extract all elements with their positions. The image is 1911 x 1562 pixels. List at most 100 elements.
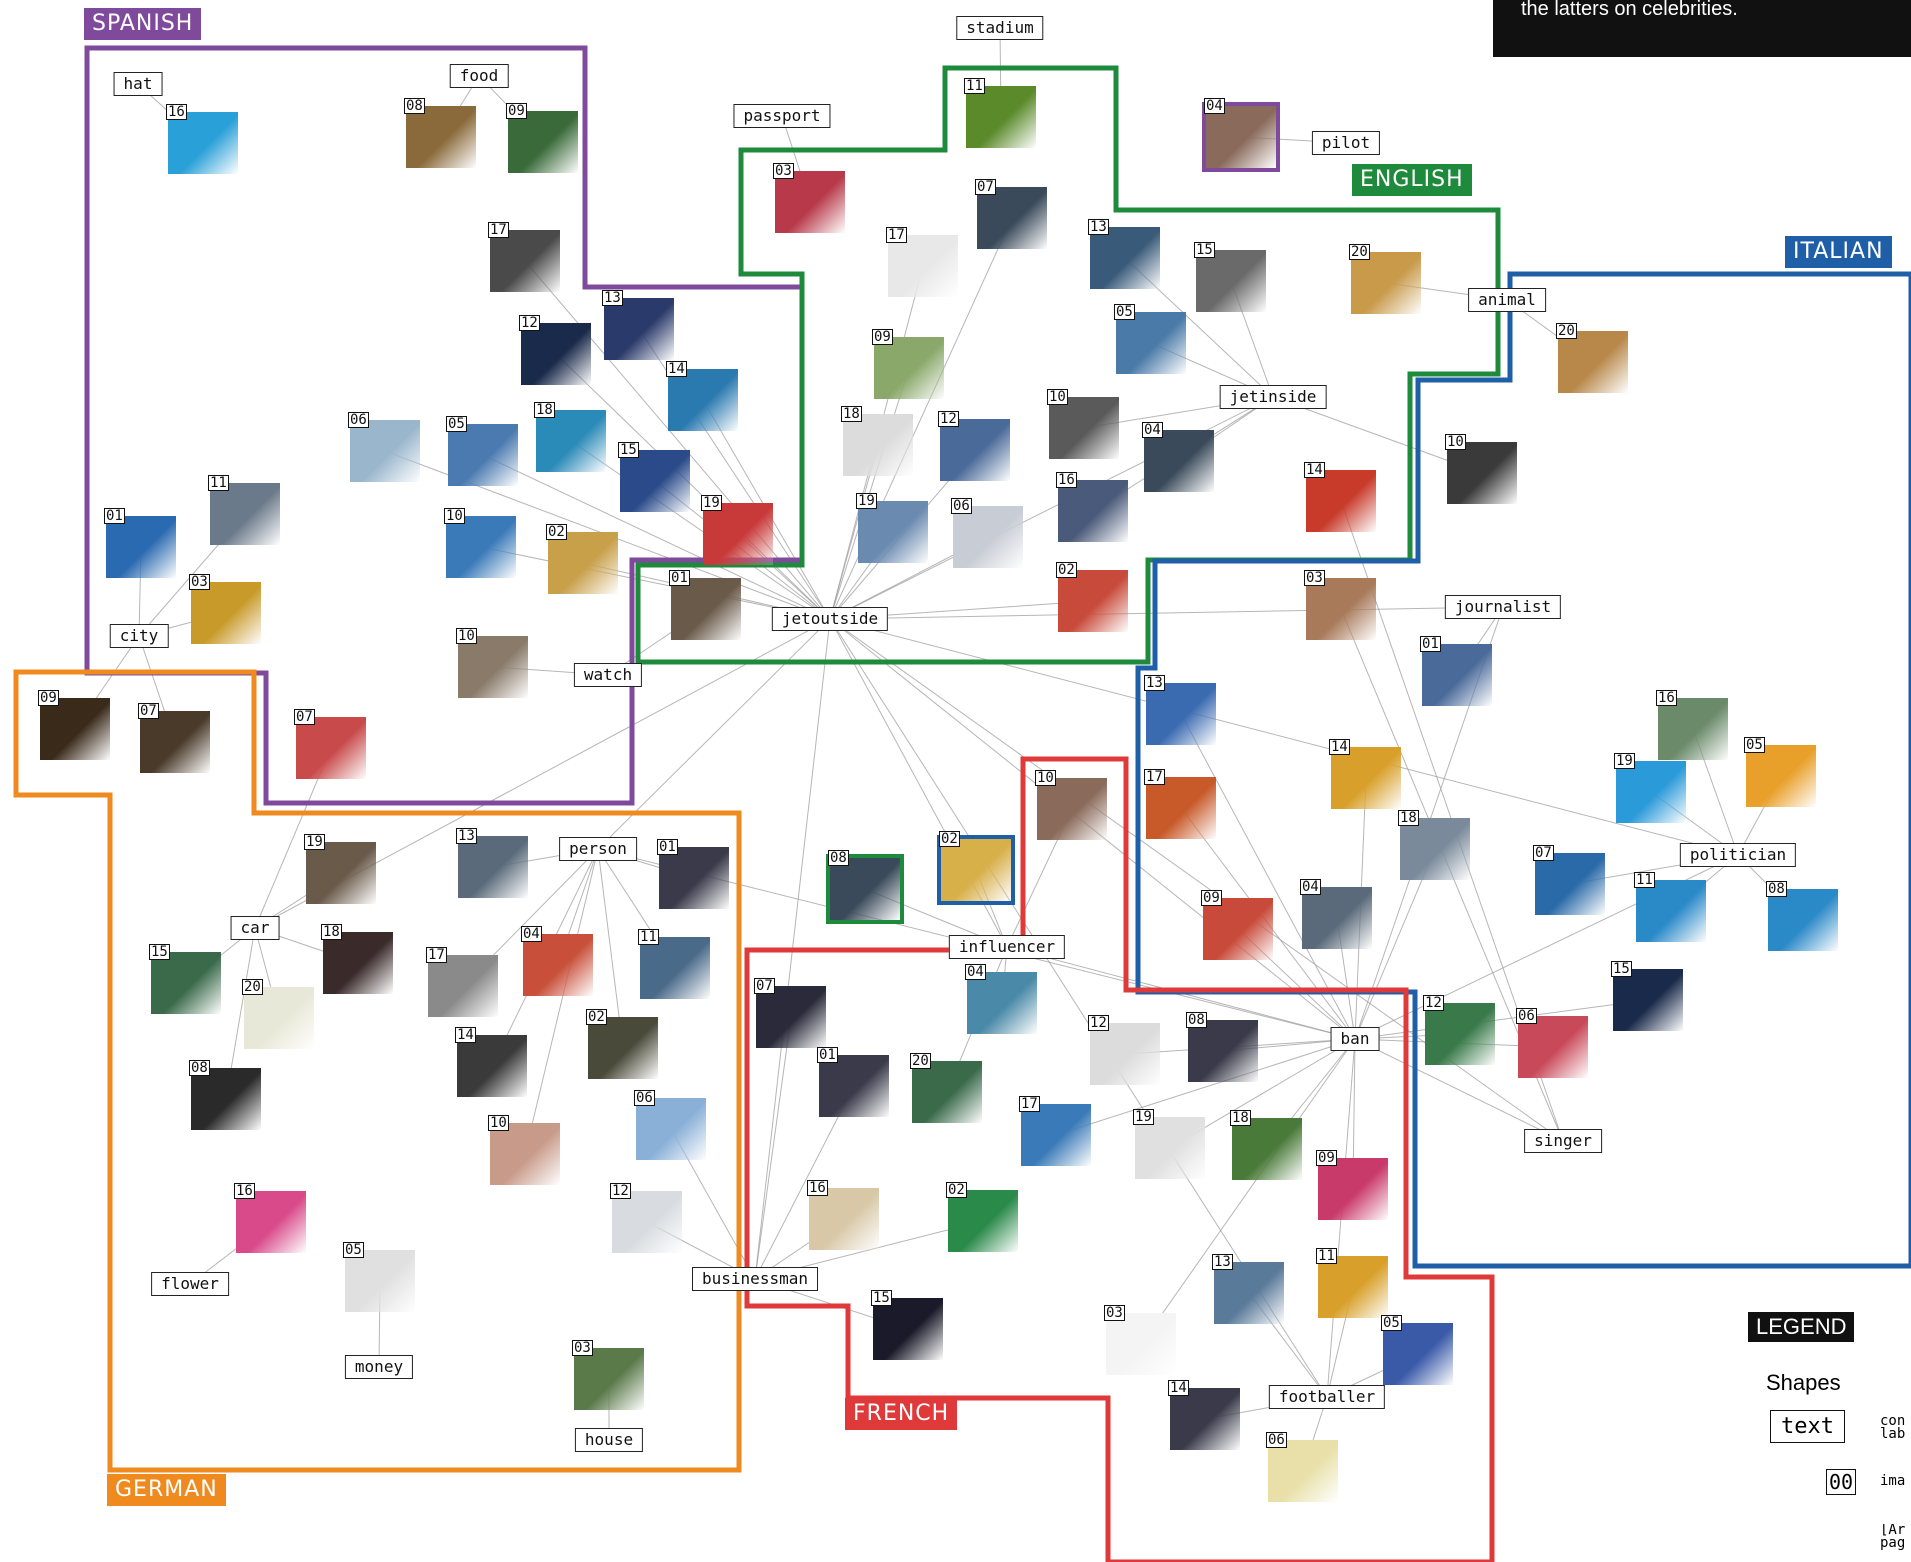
image-node-french-17[interactable]: 17 <box>1019 1096 1091 1166</box>
concept-label-singer[interactable]: singer <box>1524 1129 1602 1153</box>
image-node-italian-20[interactable]: 20 <box>1556 323 1628 393</box>
image-node-italian-19[interactable]: 19 <box>1614 753 1686 823</box>
image-node-german-04[interactable]: 04 <box>521 926 593 996</box>
concept-label-stadium[interactable]: stadium <box>956 16 1044 40</box>
image-node-spanish-03[interactable]: 03 <box>189 574 261 644</box>
image-node-german-08[interactable]: 08 <box>189 1060 261 1130</box>
image-node-french-07[interactable]: 07 <box>754 978 826 1048</box>
image-node-french-13[interactable]: 13 <box>1212 1254 1284 1324</box>
image-node-italian-05[interactable]: 05 <box>1744 737 1816 807</box>
image-node-english-03[interactable]: 03 <box>773 163 845 233</box>
image-node-spanish-19[interactable]: 19 <box>701 495 773 565</box>
image-node-german-19[interactable]: 19 <box>304 834 376 904</box>
image-node-german-06[interactable]: 06 <box>634 1090 706 1160</box>
image-node-spanish-12[interactable]: 12 <box>519 315 591 385</box>
concept-label-flower[interactable]: flower <box>151 1272 229 1296</box>
image-node-french-16[interactable]: 16 <box>807 1180 879 1250</box>
image-node-english-15[interactable]: 15 <box>1194 242 1266 312</box>
image-node-german-01[interactable]: 01 <box>657 839 729 909</box>
concept-label-watch[interactable]: watch <box>573 663 643 687</box>
image-node-english-16[interactable]: 16 <box>1056 472 1128 542</box>
image-node-german-03[interactable]: 03 <box>572 1340 644 1410</box>
image-node-german-09[interactable]: 09 <box>38 690 110 760</box>
image-node-italian-10[interactable]: 10 <box>1445 434 1517 504</box>
image-node-french-11[interactable]: 11 <box>1316 1248 1388 1318</box>
image-node-german-07[interactable]: 07 <box>138 703 210 773</box>
image-node-german-13[interactable]: 13 <box>456 828 528 898</box>
image-node-english-08[interactable]: 08 <box>826 850 904 924</box>
image-node-spanish-06[interactable]: 06 <box>348 412 420 482</box>
image-node-german-02[interactable]: 02 <box>586 1009 658 1079</box>
image-node-italian-14[interactable]: 14 <box>1304 462 1376 532</box>
image-node-spanish-01[interactable]: 01 <box>104 508 176 578</box>
concept-label-politician[interactable]: politician <box>1679 843 1797 867</box>
image-node-french-05[interactable]: 05 <box>1381 1315 1453 1385</box>
image-node-spanish-16[interactable]: 16 <box>166 104 238 174</box>
image-node-french-02[interactable]: 02 <box>946 1182 1018 1252</box>
image-node-english-06[interactable]: 06 <box>951 498 1023 568</box>
image-node-french-09[interactable]: 09 <box>1316 1150 1388 1220</box>
image-node-italian-06[interactable]: 06 <box>1516 1008 1588 1078</box>
concept-label-jetinside[interactable]: jetinside <box>1219 385 1327 409</box>
image-node-french-10[interactable]: 10 <box>1035 770 1107 840</box>
image-node-italian-08[interactable]: 08 <box>1766 881 1838 951</box>
image-node-english-05[interactable]: 05 <box>1114 304 1186 374</box>
image-node-italian-09[interactable]: 09 <box>1201 890 1273 960</box>
image-node-spanish-10[interactable]: 10 <box>456 628 528 698</box>
image-node-german-18[interactable]: 18 <box>321 924 393 994</box>
image-node-german-17[interactable]: 17 <box>426 947 498 1017</box>
image-node-german-11[interactable]: 11 <box>638 929 710 999</box>
image-node-german-14[interactable]: 14 <box>455 1027 527 1097</box>
image-node-german-20[interactable]: 20 <box>242 979 314 1049</box>
image-node-german-16[interactable]: 16 <box>234 1183 306 1253</box>
image-node-spanish-02[interactable]: 02 <box>546 524 618 594</box>
image-node-italian-16[interactable]: 16 <box>1656 690 1728 760</box>
image-node-italian-13[interactable]: 13 <box>1144 675 1216 745</box>
image-node-spanish-07[interactable]: 07 <box>294 709 366 779</box>
concept-label-passport[interactable]: passport <box>733 104 831 128</box>
image-node-french-18[interactable]: 18 <box>1230 1110 1302 1180</box>
image-node-english-01[interactable]: 01 <box>669 570 741 640</box>
concept-label-journalist[interactable]: journalist <box>1444 595 1562 619</box>
concept-label-jetoutside[interactable]: jetoutside <box>771 607 889 631</box>
image-node-spanish-15[interactable]: 15 <box>618 442 690 512</box>
image-node-german-05[interactable]: 05 <box>343 1242 415 1312</box>
image-node-italian-07[interactable]: 07 <box>1533 845 1605 915</box>
concept-label-pilot[interactable]: pilot <box>1311 131 1381 155</box>
image-node-english-19[interactable]: 19 <box>856 493 928 563</box>
image-node-french-08[interactable]: 08 <box>1186 1012 1258 1082</box>
image-node-spanish-05[interactable]: 05 <box>446 416 518 486</box>
image-node-german-15[interactable]: 15 <box>149 944 221 1014</box>
concept-label-footballer[interactable]: footballer <box>1268 1385 1386 1409</box>
image-node-english-11[interactable]: 11 <box>964 78 1036 148</box>
concept-label-influencer[interactable]: influencer <box>948 935 1066 959</box>
image-node-spanish-17[interactable]: 17 <box>488 222 560 292</box>
concept-label-city[interactable]: city <box>109 624 169 648</box>
image-node-german-10[interactable]: 10 <box>488 1115 560 1185</box>
image-node-spanish-14[interactable]: 14 <box>666 361 738 431</box>
image-node-english-10[interactable]: 10 <box>1047 389 1119 459</box>
image-node-italian-15[interactable]: 15 <box>1611 961 1683 1031</box>
image-node-english-13[interactable]: 13 <box>1088 219 1160 289</box>
image-node-italian-18[interactable]: 18 <box>1398 810 1470 880</box>
image-node-spanish-18[interactable]: 18 <box>534 402 606 472</box>
image-node-italian-04[interactable]: 04 <box>1300 879 1372 949</box>
image-node-french-19[interactable]: 19 <box>1133 1109 1205 1179</box>
image-node-french-12[interactable]: 12 <box>1088 1015 1160 1085</box>
image-node-spanish-08[interactable]: 08 <box>404 98 476 168</box>
image-node-english-09[interactable]: 09 <box>872 329 944 399</box>
image-node-italian-01[interactable]: 01 <box>1420 636 1492 706</box>
concept-label-hat[interactable]: hat <box>113 72 163 96</box>
image-node-german-12[interactable]: 12 <box>610 1183 682 1253</box>
image-node-italian-14[interactable]: 14 <box>1329 739 1401 809</box>
image-node-italian-02[interactable]: 02 <box>937 831 1015 905</box>
image-node-italian-17[interactable]: 17 <box>1144 769 1216 839</box>
concept-label-food[interactable]: food <box>449 64 509 88</box>
image-node-italian-12[interactable]: 12 <box>1423 995 1495 1065</box>
concept-label-person[interactable]: person <box>559 837 637 861</box>
image-node-french-06[interactable]: 06 <box>1266 1432 1338 1502</box>
image-node-english-18[interactable]: 18 <box>841 406 913 476</box>
image-node-french-03[interactable]: 03 <box>1104 1305 1176 1375</box>
image-node-english-04[interactable]: 04 <box>1202 98 1280 172</box>
image-node-english-02[interactable]: 02 <box>1056 562 1128 632</box>
